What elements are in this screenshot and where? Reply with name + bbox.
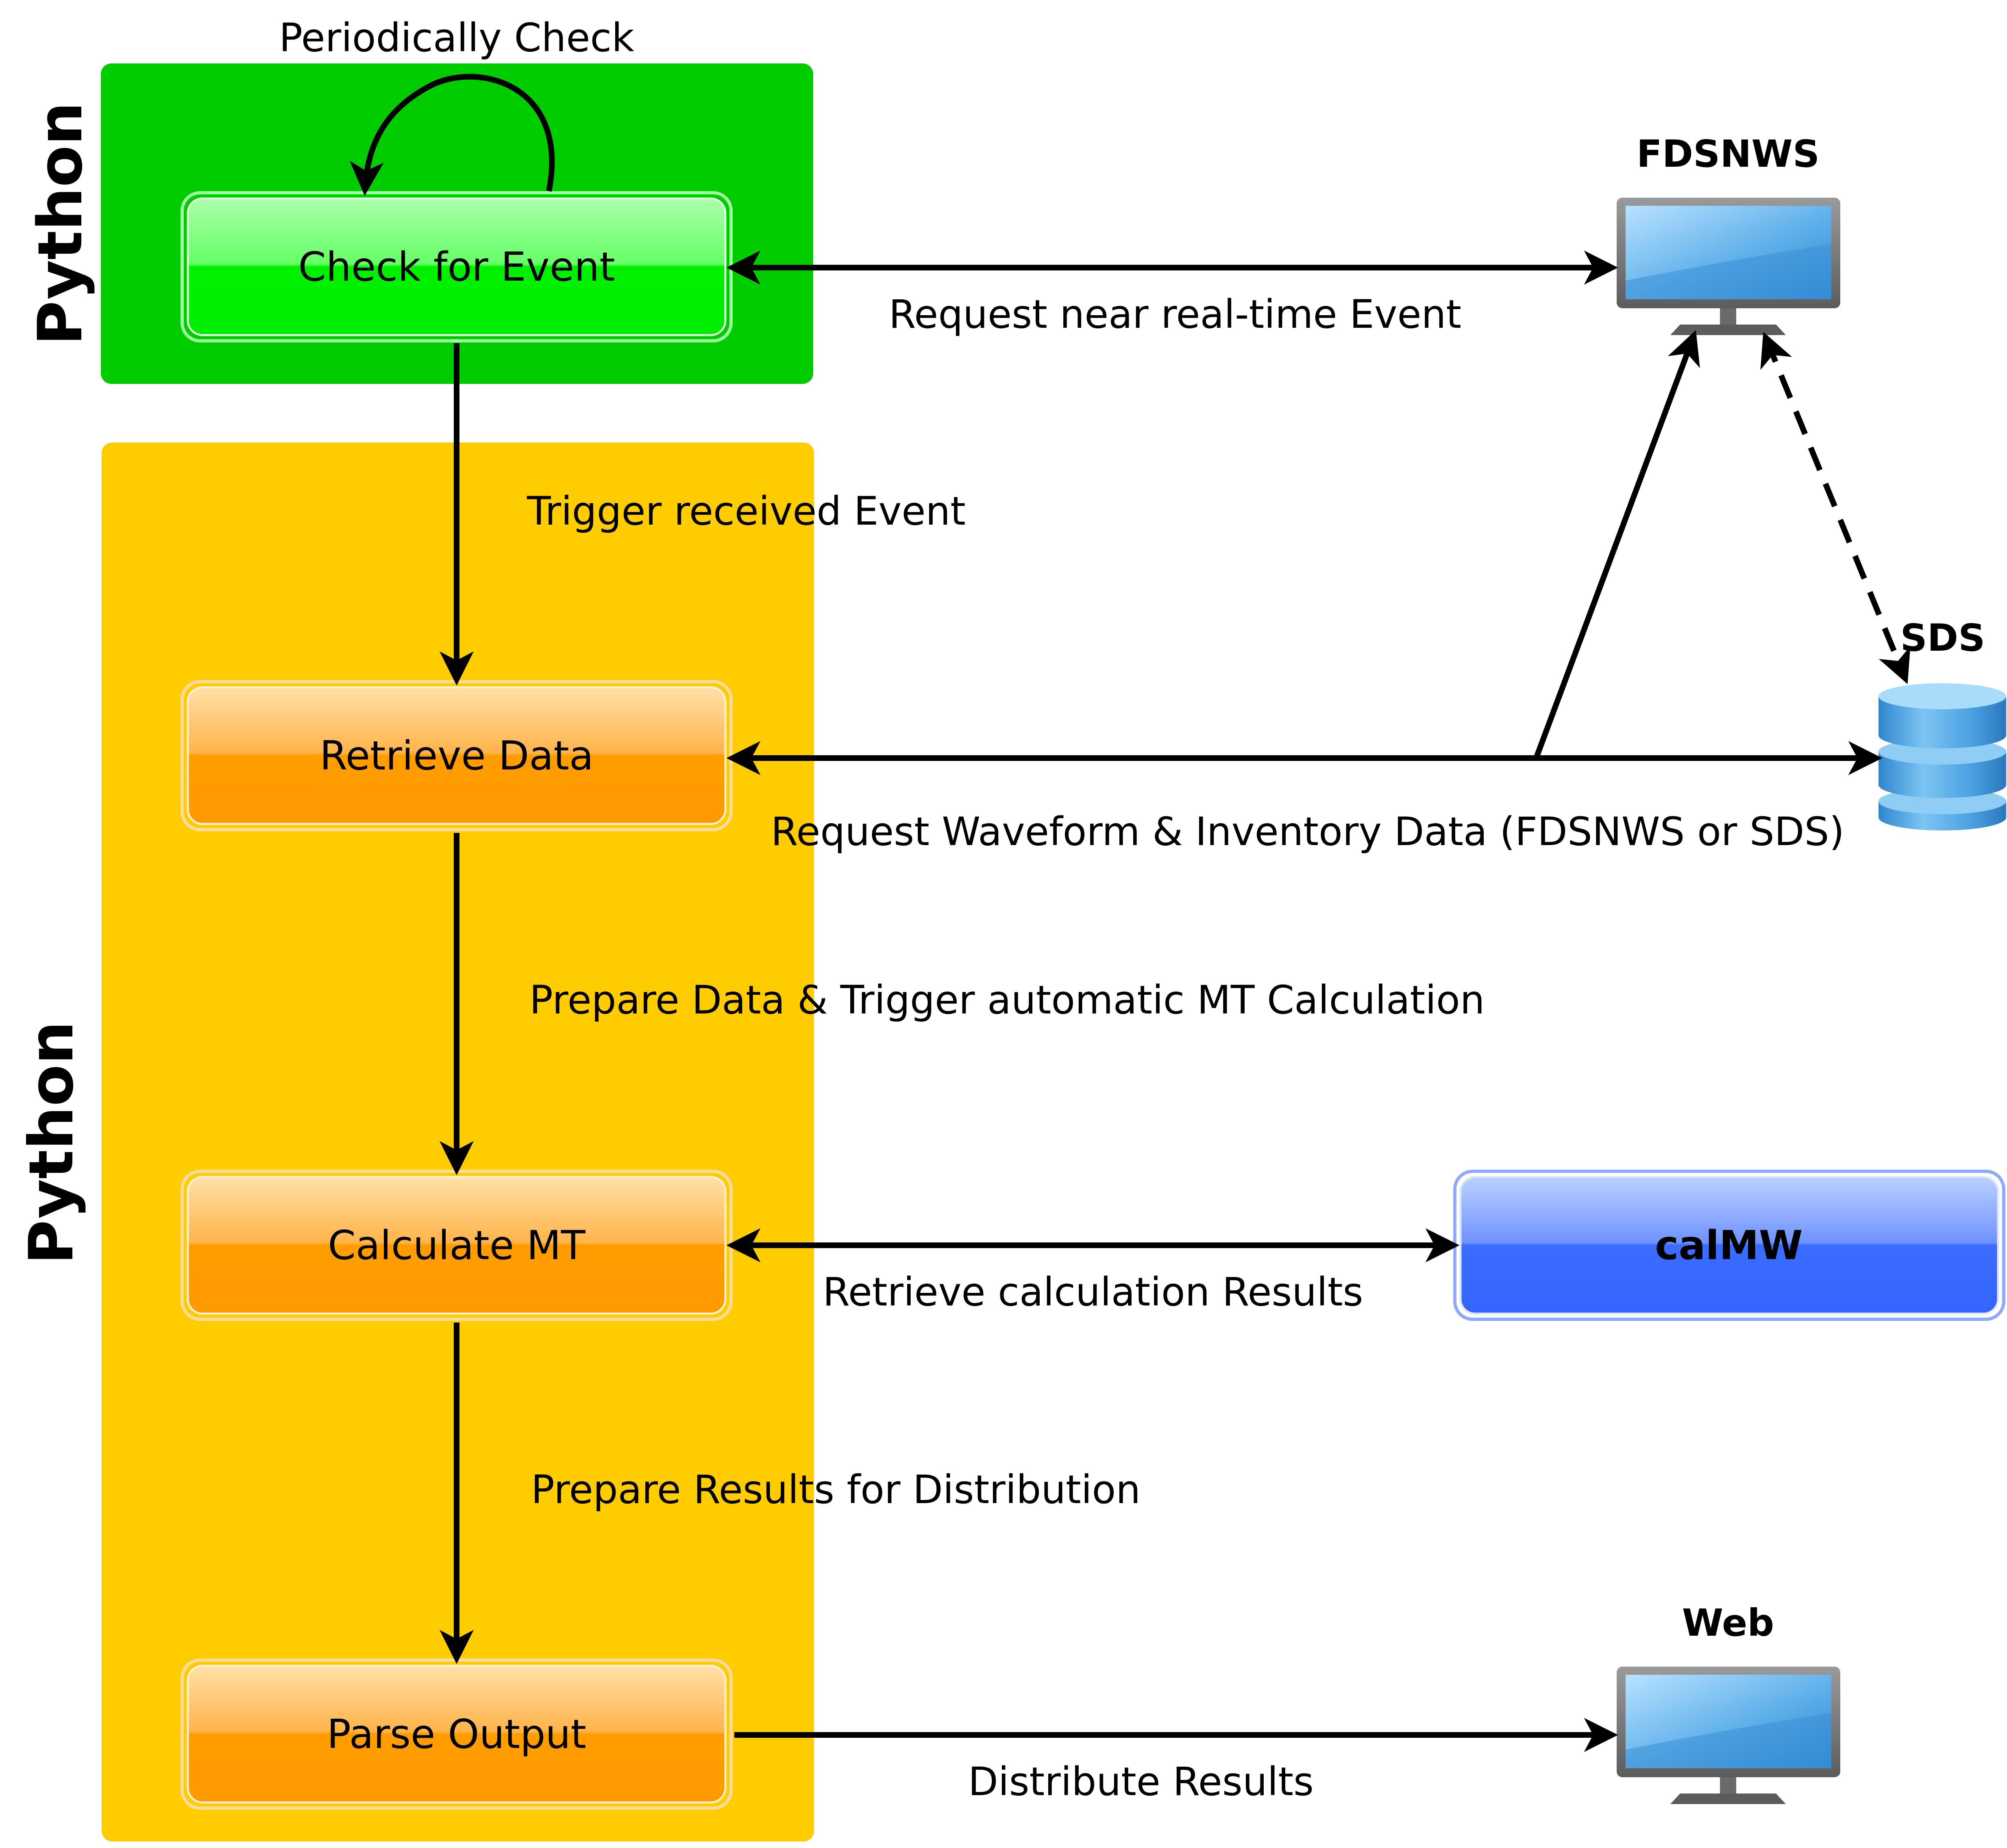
monitor-icon: [1617, 1667, 1840, 1804]
web-label: Web: [1682, 1601, 1774, 1645]
edge-label-trigger: Trigger received Event: [527, 488, 966, 534]
arrow-retrieve-fdsnws: [1533, 330, 1700, 759]
edge-label-distribute: Distribute Results: [968, 1759, 1314, 1804]
node-check-event[interactable]: Check for Event: [181, 191, 733, 342]
database-icon: [1879, 683, 2006, 830]
sds-label: SDS: [1900, 616, 1985, 660]
node-calmw[interactable]: calMW: [1453, 1170, 2005, 1321]
node-calculate-mt[interactable]: Calculate MT: [181, 1170, 733, 1321]
node-calculate-mt-label: Calculate MT: [328, 1223, 586, 1269]
node-calmw-label: calMW: [1655, 1223, 1802, 1269]
edge-label-prepare-results: Prepare Results for Distribution: [531, 1467, 1141, 1512]
fdsnws-resource: FDSNWS: [1617, 132, 1840, 335]
node-retrieve-data[interactable]: Retrieve Data: [181, 680, 733, 831]
fdsnws-label: FDSNWS: [1637, 132, 1820, 176]
edge-label-prepare-data: Prepare Data & Trigger automatic MT Calc…: [529, 977, 1485, 1023]
monitor-icon: [1617, 198, 1840, 335]
node-parse-output[interactable]: Parse Output: [181, 1658, 733, 1810]
edge-label-request-waveform: Request Waveform & Inventory Data (FDSNW…: [771, 809, 1844, 854]
sds-resource: SDS: [1879, 616, 2006, 830]
arrow-fdsnws-sds: [1760, 331, 1911, 684]
node-check-event-label: Check for Event: [298, 244, 615, 290]
arrow-periodic-check: [349, 74, 555, 196]
edge-label-retrieve-results: Retrieve calculation Results: [823, 1269, 1363, 1315]
web-resource: Web: [1617, 1601, 1840, 1804]
lane-top-label: Python: [25, 102, 96, 346]
edge-label-request-event: Request near real-time Event: [889, 292, 1461, 337]
node-parse-output-label: Parse Output: [327, 1711, 586, 1758]
node-retrieve-data-label: Retrieve Data: [320, 733, 594, 779]
lane-bottom-label: Python: [16, 1021, 87, 1265]
edge-label-periodic: Periodically Check: [279, 15, 634, 61]
